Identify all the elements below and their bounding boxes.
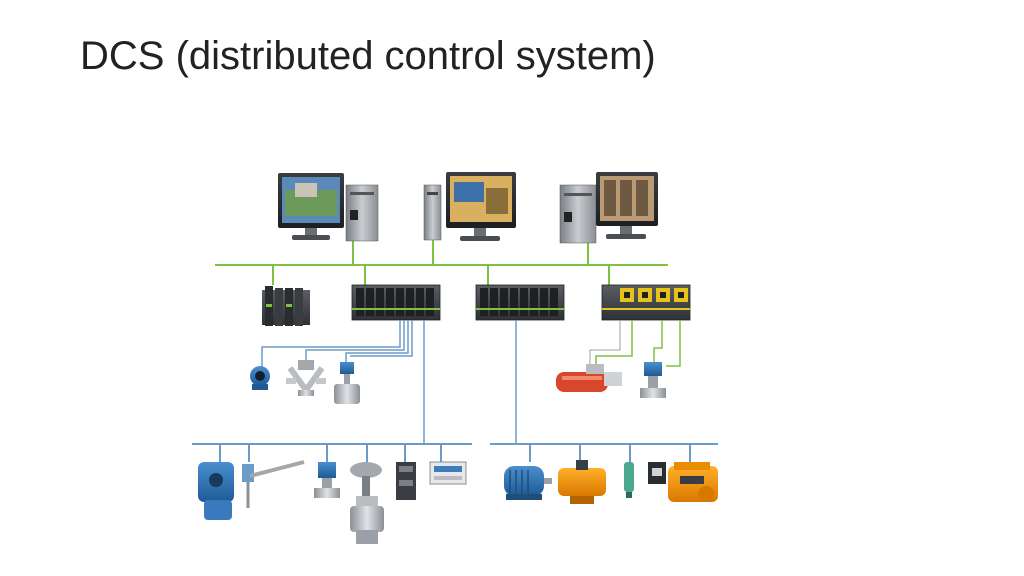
io-block-device	[396, 462, 416, 500]
pressure-transmitter-device	[640, 362, 666, 398]
pressure-transmitter-device-2	[314, 462, 340, 498]
io-rack-1	[262, 286, 310, 326]
control-valve-device	[350, 462, 384, 544]
level-transmitter-device	[198, 462, 234, 520]
controller-3	[475, 284, 565, 321]
control-network	[215, 240, 667, 285]
controller-4	[601, 284, 691, 321]
field-bus-right	[490, 443, 718, 462]
temperature-probe-device	[242, 460, 305, 508]
controller-2	[351, 284, 441, 321]
controller-4-wiring	[595, 320, 681, 368]
slide-title: DCS (distributed control system)	[80, 34, 656, 78]
field-wiring	[261, 320, 517, 444]
actuator-device	[558, 460, 606, 504]
transmitter-device	[250, 366, 270, 390]
field-bus-left	[192, 443, 472, 462]
sensor-device	[624, 462, 634, 498]
valve-device	[334, 362, 360, 404]
flow-meter-device	[286, 360, 326, 396]
engineering-workstation	[559, 172, 658, 244]
motor-device	[504, 466, 552, 500]
operator-workstation-2	[423, 172, 516, 241]
pneumatic-actuator-device	[556, 364, 622, 392]
valve-actuator-device	[648, 462, 718, 502]
remote-io-device	[429, 461, 467, 485]
operator-workstation-1	[278, 173, 379, 242]
